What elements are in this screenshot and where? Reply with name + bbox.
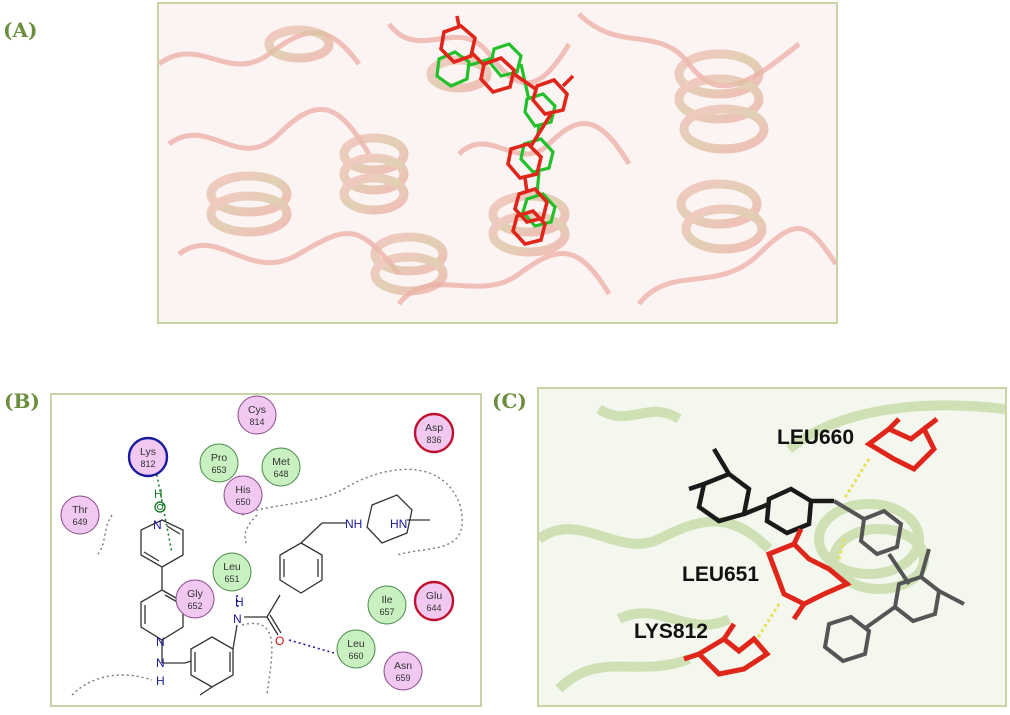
residue-number: 649	[72, 517, 87, 527]
residue-number: 644	[426, 603, 441, 613]
panel-a-superposition	[157, 2, 838, 324]
residue-number: 659	[395, 673, 410, 683]
residue-circle	[237, 395, 277, 435]
ligand-red	[439, 15, 575, 247]
residue-number: 648	[273, 469, 288, 479]
residue-name: His	[235, 484, 250, 496]
atom-n-amide: N	[233, 612, 242, 626]
ligand-black	[688, 447, 834, 536]
interaction-diagram: H N N N N H N H O NH HN Thr649Lys812Cys8…	[60, 395, 463, 696]
atom-h-anilino: H	[156, 674, 165, 688]
residue-circle	[336, 629, 376, 669]
residue-sticks-red	[683, 417, 939, 677]
binding-pose-render: LEU660 LEU651 LYS812	[539, 400, 1005, 693]
residue-circle	[175, 579, 215, 619]
atom-h-pi: H	[154, 487, 163, 501]
atom-hn-piperazine-2: HN	[390, 517, 407, 531]
residue-circle	[413, 580, 455, 622]
ligand-green	[435, 42, 557, 228]
residue-circle	[127, 436, 169, 478]
residue-name: Asn	[394, 660, 412, 672]
residue-name: Gly	[187, 588, 204, 600]
panel-label-b: (B)	[4, 389, 40, 413]
residue-circle	[367, 585, 407, 625]
residue-number: 836	[426, 435, 441, 445]
residue-number: 657	[379, 607, 394, 617]
residue-name: Pro	[211, 452, 228, 464]
pi-cation-icon	[154, 501, 166, 513]
atom-n-anilino: N	[156, 656, 165, 670]
residue-name: Met	[272, 456, 290, 468]
label-lys812: LYS812	[634, 620, 708, 643]
residue-name: Leu	[223, 561, 241, 573]
residue-name: Glu	[426, 590, 443, 602]
residue-name: Asp	[425, 422, 443, 434]
atom-n-pyrimidine-2: N	[156, 635, 165, 649]
panel-label-c: (C)	[492, 389, 527, 413]
protein-superposition-render	[159, 12, 836, 306]
panel-label-a: (A)	[3, 18, 38, 42]
panel-c-binding-pose: LEU660 LEU651 LYS812	[537, 387, 1007, 707]
residue-layer: Thr649Lys812Cys814Pro653Met648His650Asp8…	[60, 395, 455, 691]
residue-circle	[212, 552, 252, 592]
residue-circle	[383, 651, 423, 691]
residue-name: Cys	[248, 404, 266, 416]
protein-ribbon-green	[539, 400, 1005, 693]
residue-number: 814	[249, 417, 264, 427]
pocket-outline	[71, 468, 463, 696]
label-leu660: LEU660	[777, 426, 854, 449]
residue-number: 812	[140, 459, 155, 469]
residue-circle	[223, 475, 263, 515]
panel-b-interaction-diagram: H N N N N H N H O NH HN Thr649Lys812Cys8…	[50, 393, 482, 707]
atom-h-amide: H	[235, 595, 244, 609]
residue-number: 651	[224, 574, 239, 584]
residue-name: Lys	[140, 446, 156, 458]
residue-circle	[413, 412, 455, 454]
residue-name: Leu	[347, 638, 365, 650]
helix-ribbons	[206, 25, 769, 296]
residue-number: 650	[235, 497, 250, 507]
interaction-lines	[153, 459, 335, 654]
residue-name: Thr	[72, 504, 88, 516]
residue-name: Ile	[381, 594, 392, 606]
residue-number: 652	[187, 601, 202, 611]
hbond-dashes	[755, 458, 871, 640]
residue-number: 653	[211, 465, 226, 475]
atom-n-pyridine: N	[153, 518, 162, 532]
pi-cation-inner-icon	[157, 504, 163, 510]
residue-circle	[199, 443, 239, 483]
residue-number: 660	[348, 651, 363, 661]
atom-o-amide: O	[275, 634, 284, 648]
residue-circle	[261, 447, 301, 487]
label-leu651: LEU651	[682, 563, 759, 586]
ligand-grey	[822, 499, 965, 664]
residue-circle	[60, 495, 100, 535]
atom-nh-piperazine-1: NH	[345, 517, 362, 531]
